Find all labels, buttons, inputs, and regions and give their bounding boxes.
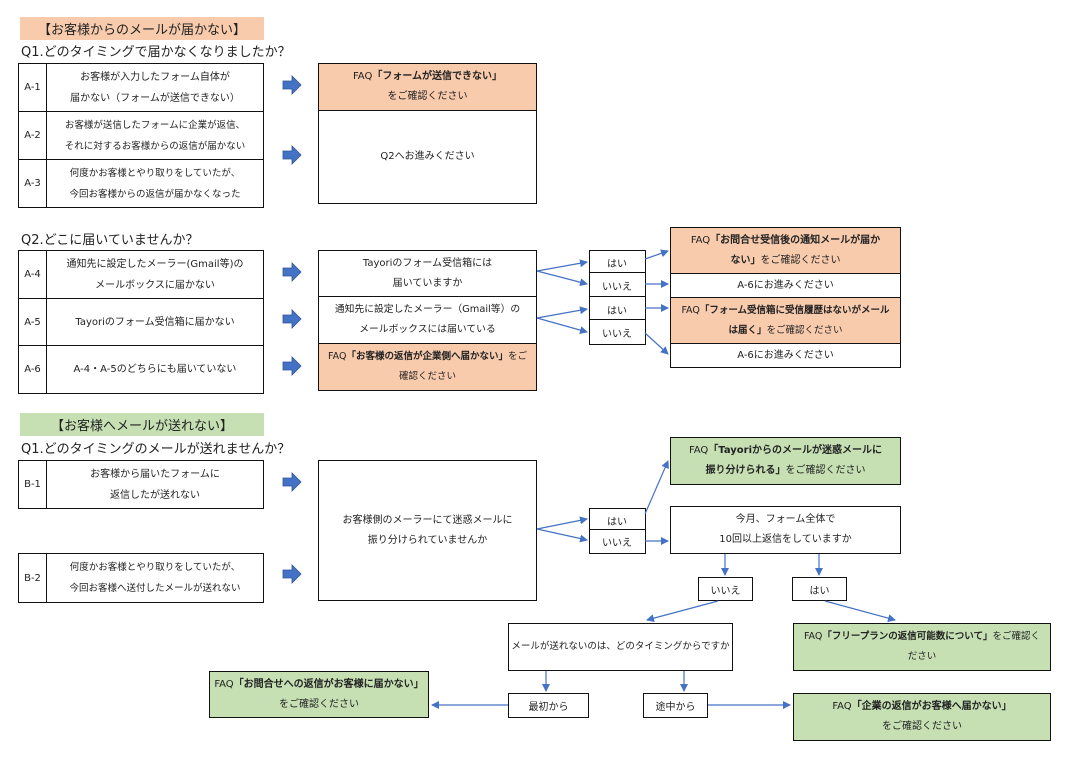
check-tayori-inbox: Tayoriのフォーム受信箱には届いていますか — [318, 250, 537, 298]
table-q1-receive: A-1 お客様が入力したフォーム自体が届かない（フォームが送信できない） A-2… — [18, 63, 264, 208]
faq-company-reply-not-reaching[interactable]: FAQ「企業の返信がお客様へ届かない」をご確認ください — [793, 693, 1051, 741]
row-text: A-4・A-5のどちらにも届いていない — [73, 364, 237, 375]
block-arrow-right-icon — [282, 145, 302, 165]
block-arrow-right-icon — [282, 75, 302, 95]
row-id: A-5 — [19, 299, 47, 345]
row-id: A-3 — [19, 160, 47, 207]
connector-arrow — [536, 270, 588, 287]
faq-form-cannot-send[interactable]: FAQ「フォームが送信できない」をご確認ください — [318, 63, 537, 111]
table-row: A-3 何度かお客様とやり取りをしていたが、今回お客様からの返信が届かなくなった — [18, 159, 264, 208]
answer-yes[interactable]: はい — [792, 577, 847, 601]
connector-arrow — [644, 249, 669, 260]
row-text: 通知先に設定したメーラー(Gmail等)のメールボックスに届かない — [66, 258, 244, 291]
faq-inquiry-reply-not-reaching[interactable]: FAQ「お問合せへの返信がお客様に届かない」をご確認ください — [209, 671, 429, 718]
answers-spam: はい いいえ — [588, 507, 646, 554]
section-title-receive-text: 【お客様からのメールが届かない】 — [37, 23, 246, 38]
connector-arrow — [536, 516, 588, 530]
table-row: A-4 通知先に設定したメーラー(Gmail等)のメールボックスに届かない — [18, 250, 264, 298]
row-text: 何度かお客様とやり取りをしていたが、今回お客様へ送付したメールが送れない — [69, 562, 241, 594]
go-to-a6: A-6にお進みください — [670, 273, 901, 298]
answer-yes[interactable]: はい — [588, 249, 646, 276]
answer-no[interactable]: いいえ — [588, 319, 646, 345]
answer-from-start[interactable]: 最初から — [508, 693, 589, 718]
section-title-send-text: 【お客様へメールが送れない】 — [50, 419, 233, 434]
table-b1: B-1 お客様から届いたフォームに返信したが送れない — [18, 460, 264, 509]
question-q2-receive: Q2.どこに届いていませんか？ — [21, 233, 199, 248]
check-mailer-inbox: 通知先に設定したメーラー（Gmail等）のメールボックスには届いている — [318, 296, 537, 344]
table-row: B-2 何度かお客様とやり取りをしていたが、今回お客様へ送付したメールが送れない — [18, 553, 264, 603]
connector-arrow — [824, 600, 896, 623]
question-q1-send: Q1.どのタイミングのメールが送れませんか？ — [21, 442, 291, 457]
row-text: 何度かお客様とやり取りをしていたが、今回お客様からの返信が届かなくなった — [69, 167, 241, 200]
row-id: A-4 — [19, 251, 47, 298]
block-arrow-right-icon — [282, 262, 302, 282]
faq-no-history-but-mail-arrives[interactable]: FAQ「フォーム受信箱に受信履歴はないがメールは届く」をご確認ください — [670, 297, 901, 344]
answer-from-middle[interactable]: 途中から — [643, 693, 708, 718]
faq-free-plan-reply-limit[interactable]: FAQ「フリープランの返信可能数について」をご確認ください — [793, 623, 1051, 671]
table-b2: B-2 何度かお客様とやり取りをしていたが、今回お客様へ送付したメールが送れない — [18, 553, 264, 603]
connector-arrow — [644, 460, 669, 515]
row-id: A-1 — [19, 64, 47, 111]
table-row: A-2 お客様が送信したフォームに企業が返信、それに対するお客様からの返信が届か… — [18, 111, 264, 159]
connector-arrow — [536, 259, 588, 272]
row-id: A-2 — [19, 112, 47, 159]
answer-no[interactable]: いいえ — [698, 577, 753, 601]
row-id: B-1 — [19, 461, 47, 508]
question-q1-receive: Q1.どのタイミングで届かなくなりましたか？ — [21, 45, 291, 60]
go-to-q2: Q2へお進みください — [318, 110, 537, 204]
answer-no[interactable]: いいえ — [588, 272, 646, 298]
answer-no[interactable]: いいえ — [588, 529, 646, 554]
faq-customer-reply-not-reaching[interactable]: FAQ「お客様の返信が企業側へ届かない」をご確認ください — [318, 343, 537, 391]
row-text: お客様から届いたフォームに返信したが送れない — [90, 468, 220, 501]
table-row: A-6 A-4・A-5のどちらにも届いていない — [18, 345, 264, 394]
row-text: Tayoriのフォーム受信箱に届かない — [75, 316, 235, 328]
answers-q2: はい いいえ はい いいえ — [588, 249, 646, 345]
table-q2-receive: A-4 通知先に設定したメーラー(Gmail等)のメールボックスに届かない A-… — [18, 250, 264, 394]
go-to-a6: A-6にお進みください — [670, 343, 901, 368]
connector-arrow — [536, 528, 588, 543]
row-text: お客様が入力したフォーム自体が届かない（フォームが送信できない） — [70, 71, 240, 104]
check-send-timing: メールが送れないのは、どのタイミングからですか — [508, 623, 733, 671]
row-id: A-6 — [19, 346, 47, 393]
block-arrow-right-icon — [282, 356, 302, 376]
check-spam-folder: お客様側のメーラーにて迷惑メールに振り分けられていませんか — [318, 460, 537, 601]
connector-arrow — [536, 317, 588, 334]
block-arrow-right-icon — [282, 564, 302, 584]
connector-arrow — [646, 600, 719, 623]
connector-arrow — [644, 332, 669, 355]
connector-arrow — [536, 306, 588, 319]
row-id: B-2 — [19, 554, 47, 602]
row-text: お客様が送信したフォームに企業が返信、それに対するお客様からの返信が届かない — [64, 119, 246, 152]
section-title-receive: 【お客様からのメールが届かない】 — [20, 17, 264, 40]
table-row: B-1 お客様から届いたフォームに返信したが送れない — [18, 460, 264, 509]
table-row: A-5 Tayoriのフォーム受信箱に届かない — [18, 298, 264, 345]
block-arrow-right-icon — [282, 309, 302, 329]
faq-notification-not-reaching[interactable]: FAQ「お問合せ受信後の通知メールが届かない」をご確認ください — [670, 227, 901, 274]
table-row: A-1 お客様が入力したフォーム自体が届かない（フォームが送信できない） — [18, 63, 264, 111]
section-title-send: 【お客様へメールが送れない】 — [20, 413, 264, 436]
answer-yes[interactable]: はい — [588, 507, 646, 533]
faq-tayori-mail-spam[interactable]: FAQ「Tayoriからのメールが迷惑メールに振り分けられる」をご確認ください — [670, 437, 901, 485]
block-arrow-right-icon — [282, 472, 302, 492]
